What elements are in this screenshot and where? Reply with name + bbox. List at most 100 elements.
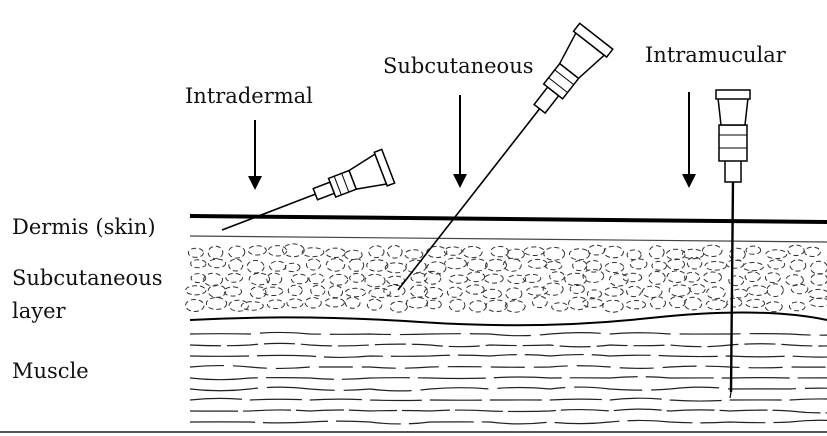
fat-cell (225, 272, 243, 283)
label-dermis-layer: Dermis (skin) (12, 215, 156, 239)
fat-cell (405, 259, 427, 274)
fat-cell (787, 244, 805, 257)
fat-cell (669, 295, 686, 309)
fat-cell (304, 297, 322, 309)
fat-cell (269, 260, 287, 272)
syringe-intradermal (221, 148, 396, 231)
fat-cell (726, 297, 743, 308)
muscle-fiber (189, 342, 827, 348)
fat-cell (585, 260, 602, 273)
label-subcutaneous: Subcutaneous (383, 54, 534, 78)
fat-cell (507, 274, 527, 284)
fat-cell (810, 273, 827, 286)
fat-cell (684, 271, 701, 283)
fat-cell (446, 286, 463, 298)
fat-cell (384, 262, 407, 274)
muscle-fiber-texture (189, 331, 827, 425)
fat-cell (705, 299, 728, 311)
fat-cell (765, 272, 781, 284)
fat-cell (767, 259, 786, 270)
fat-cell (683, 296, 703, 311)
fat-cell (185, 299, 205, 312)
fat-cell (527, 258, 548, 269)
label-intradermal: Intradermal (185, 84, 313, 108)
fat-cell (587, 244, 606, 256)
fat-cell (543, 246, 566, 261)
fat-cell (482, 288, 502, 299)
fat-cell (506, 248, 525, 260)
fat-cell (626, 249, 642, 261)
arrow-intramuscular (682, 92, 696, 188)
fat-cell (368, 245, 385, 259)
fat-cell (704, 261, 727, 271)
fat-cell (569, 284, 585, 294)
fat-cell (207, 245, 224, 260)
fat-cell (426, 261, 447, 275)
fat-cell (568, 248, 590, 261)
fat-cell (641, 285, 663, 298)
fat-cell (190, 259, 207, 269)
label-subcutaneous-layer-line2: layer (12, 299, 66, 323)
fat-cell (742, 262, 764, 272)
dermis-bottom-line (189, 235, 827, 243)
fat-cell (804, 246, 821, 258)
fat-cell (223, 286, 243, 297)
fat-cell (504, 300, 526, 313)
fat-cell (240, 301, 264, 311)
fat-cell (604, 262, 625, 273)
fat-cell (766, 283, 784, 298)
fat-cell (544, 261, 563, 271)
fat-cell (666, 258, 686, 271)
fat-cell (228, 258, 244, 272)
fat-cell (203, 272, 224, 287)
fat-cell (187, 247, 204, 258)
fat-cell (366, 298, 383, 311)
fat-cell (444, 257, 467, 270)
fat-cell (466, 271, 486, 283)
fat-cell (348, 258, 365, 272)
fat-cell (305, 258, 322, 271)
fat-cell (325, 258, 346, 272)
fat-cell (462, 246, 483, 259)
fat-cell (287, 284, 303, 296)
fat-cell (409, 284, 428, 298)
fat-cell (207, 284, 227, 298)
fat-cell (185, 285, 207, 296)
fat-cell (744, 271, 761, 283)
fat-cell (625, 300, 646, 310)
fat-cell (485, 299, 508, 313)
muscle-fiber (189, 331, 827, 337)
fat-cell (262, 286, 284, 296)
fat-cell (745, 245, 762, 255)
fat-cell (267, 245, 288, 257)
fat-cell (568, 296, 589, 311)
fat-cell (582, 269, 605, 283)
fat-cell (728, 275, 745, 287)
fat-cell (668, 284, 691, 297)
fat-cell (266, 272, 283, 286)
fat-cell (310, 284, 326, 297)
muscle-fiber (189, 364, 827, 370)
fat-cell (366, 259, 389, 272)
fat-cell (665, 248, 686, 261)
fat-cell (389, 301, 408, 313)
fat-cell (266, 299, 285, 310)
fat-cell (726, 259, 745, 269)
fat-cell (551, 302, 569, 312)
fat-cell (368, 287, 391, 299)
fat-cell (788, 301, 806, 312)
label-muscle-layer: Muscle (12, 359, 89, 383)
fat-cell (686, 256, 703, 270)
fat-cell (327, 285, 344, 299)
fat-cell (485, 258, 507, 272)
fat-cell (286, 298, 304, 309)
fat-cell (629, 258, 648, 270)
fat-cell (523, 246, 545, 256)
fat-cell (387, 245, 403, 259)
fat-cell (731, 288, 749, 299)
muscle-boundary-line (189, 311, 827, 327)
fat-cell (649, 296, 666, 310)
fat-cell (406, 296, 429, 309)
